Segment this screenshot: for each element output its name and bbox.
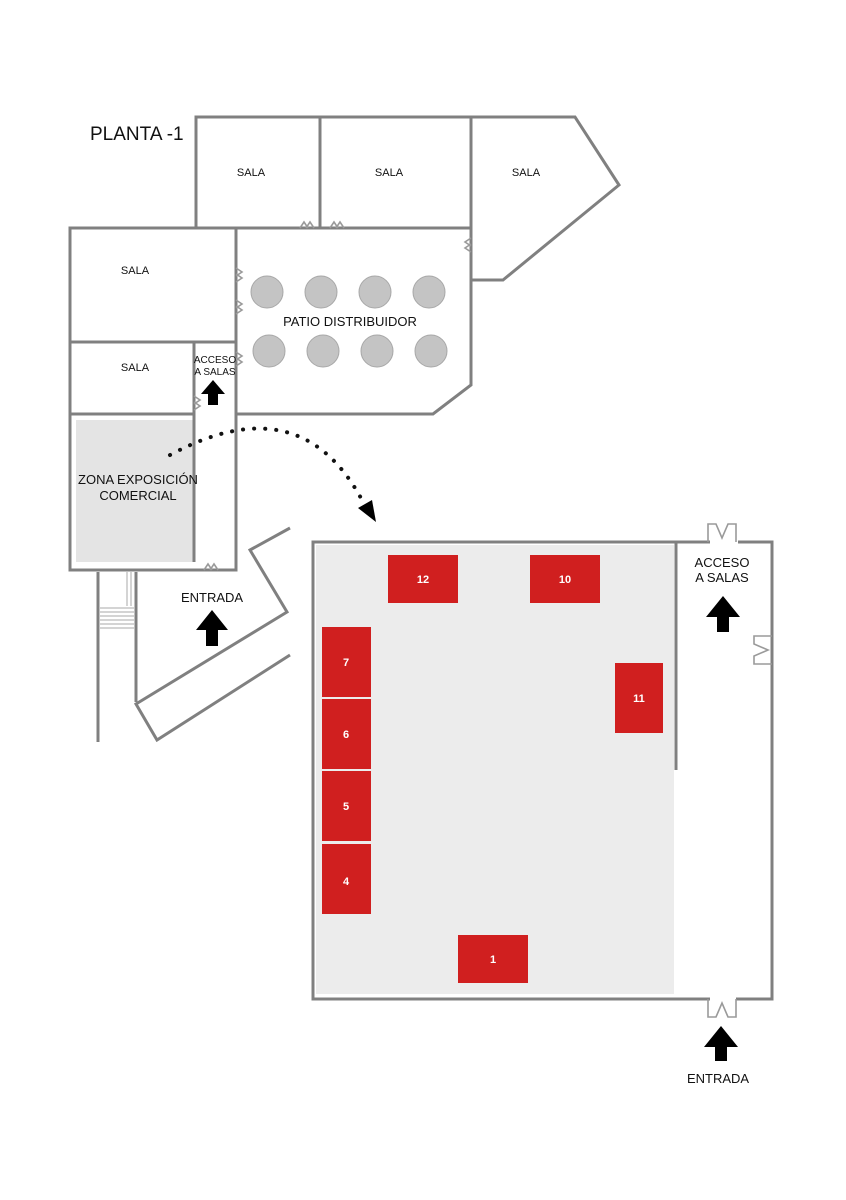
patio-trees [250,275,448,368]
entrance-label: ENTRADA [181,590,243,605]
stand-label: 7 [343,657,349,669]
door-icon [753,635,772,665]
arrow-up-icon [704,1026,738,1061]
tree-icon [304,275,338,309]
door-icon [235,299,244,315]
ramp-outline [133,526,291,743]
stairs [100,607,134,629]
hall-access-label-line1: ACCESO [695,555,750,570]
exhibit-zone-label-line1: ZONA EXPOSICIÓN [78,472,198,487]
stand-label: 12 [417,574,429,586]
stand-label: 5 [343,801,349,813]
stand-7[interactable]: 7 [322,627,371,697]
stand-6[interactable]: 6 [322,699,371,769]
stand-label: 4 [343,876,350,888]
tree-icon [306,334,340,368]
left-block-outline [68,226,238,572]
tree-icon [358,275,392,309]
access-label-line1: ACCESO [194,355,236,366]
access-label-line2: A SALAS [194,367,235,378]
room-label: SALA [237,167,266,179]
stand-5[interactable]: 5 [322,771,371,841]
exhibit-hall-floor [316,545,674,994]
stand-label: 10 [559,574,571,586]
door-icon [463,237,472,253]
door-icon [707,999,737,1018]
stand-1[interactable]: 1 [458,935,528,983]
door-icon [193,395,202,411]
tree-icon [414,334,448,368]
room-label: SALA [375,167,404,179]
dotted-connector [168,426,364,502]
stand-11[interactable]: 11 [615,663,663,733]
room-label: SALA [121,265,150,277]
exhibit-zone-label-line2: COMERCIAL [99,488,176,503]
room-label: SALA [121,362,150,374]
stand-label: 6 [343,729,349,741]
arrow-up-icon [201,380,225,405]
door-icon [235,351,244,367]
door-icon [299,220,315,229]
hall-outline [311,540,710,1001]
room-label: SALA [512,167,541,179]
door-icon [203,562,219,571]
floor-title: PLANTA -1 [90,124,184,145]
arrow-up-icon [706,596,740,632]
arrow-up-icon [196,610,228,646]
top-rooms-outline [194,115,621,282]
exhibit-zone-area [76,420,193,562]
stand-label: 1 [490,954,496,966]
tree-icon [412,275,446,309]
tree-icon [250,275,284,309]
connector-arrow-icon [358,500,376,522]
stand-10[interactable]: 10 [530,555,600,603]
hall-access-label-line2: A SALAS [695,570,749,585]
stand-4[interactable]: 4 [322,844,371,914]
stand-12[interactable]: 12 [388,555,458,603]
hall-entrance-label: ENTRADA [687,1071,749,1086]
patio-label: PATIO DISTRIBUIDOR [283,314,417,329]
stand-label: 11 [633,693,645,705]
tree-icon [360,334,394,368]
patio-outline [236,228,473,416]
door-icon [329,220,345,229]
door-icon [707,523,737,542]
door-icon [235,267,244,283]
hall-outline-right [736,540,774,1001]
tree-icon [252,334,286,368]
